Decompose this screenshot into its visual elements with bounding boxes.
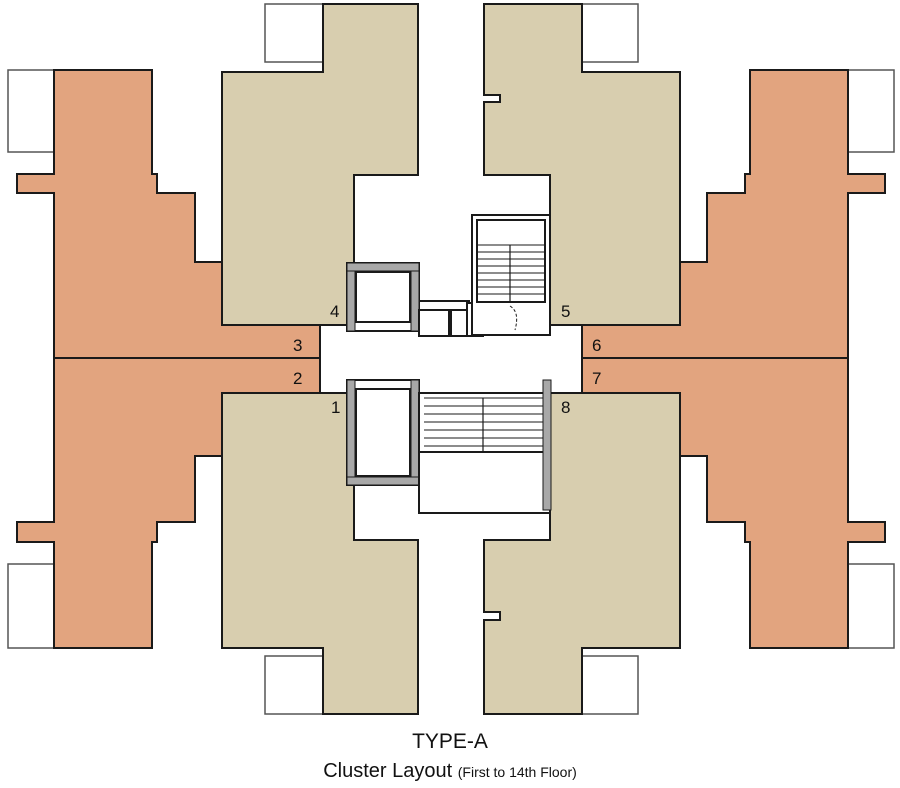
balcony-bottom-left-inner (264, 655, 324, 715)
balcony-bottom-right-outer (847, 563, 895, 649)
upper-lift (346, 262, 420, 332)
balcony-top-left-outer (7, 69, 55, 153)
layout-caption: Cluster Layout (First to 14th Floor) (0, 760, 900, 783)
cluster-floor-plan: 4 3 2 1 5 6 7 8 (7, 3, 895, 715)
lower-lift (346, 379, 420, 486)
balcony-bottom-left-outer (7, 563, 55, 649)
balcony-top-left-inner (264, 3, 324, 63)
balconies (7, 3, 895, 715)
type-label: TYPE-A (412, 730, 488, 753)
balcony-top-right-outer (847, 69, 895, 153)
lower-stair (418, 379, 552, 514)
central-core (346, 214, 552, 514)
balcony-top-right-inner (581, 3, 639, 63)
unit-label-2: 2 (293, 369, 302, 388)
unit-5-area (483, 3, 681, 326)
unit-label-4: 4 (330, 302, 339, 321)
orange-units (16, 69, 886, 649)
upper-stair (471, 214, 551, 336)
unit-label-7: 7 (592, 369, 601, 388)
unit-label-5: 5 (561, 302, 570, 321)
floor-range: (First to 14th Floor) (457, 764, 577, 780)
unit-numbers: 4 3 2 1 5 6 7 8 (293, 302, 601, 417)
unit-8-area (483, 392, 681, 715)
balcony-bottom-right-inner (581, 655, 639, 715)
unit-label-8: 8 (561, 398, 570, 417)
beige-units (221, 3, 681, 715)
layout-title: Cluster Layout (323, 760, 453, 782)
unit-label-6: 6 (592, 336, 601, 355)
unit-label-3: 3 (293, 336, 302, 355)
unit-label-1: 1 (331, 398, 340, 417)
